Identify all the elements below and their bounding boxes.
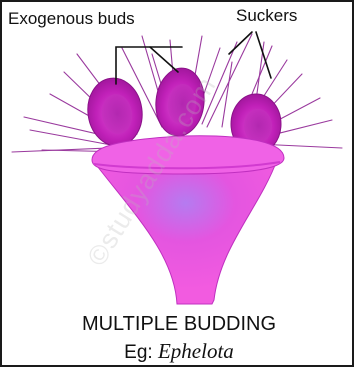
label-suckers: Suckers (236, 7, 297, 24)
caption-title: MULTIPLE BUDDING (2, 314, 354, 334)
example-prefix: Eg: (124, 342, 158, 363)
example-genus: Ephelota (158, 339, 234, 363)
label-exogenous-buds: Exogenous buds (8, 10, 135, 27)
caption-example: Eg: Ephelota (2, 341, 354, 362)
bud-left (84, 75, 147, 150)
